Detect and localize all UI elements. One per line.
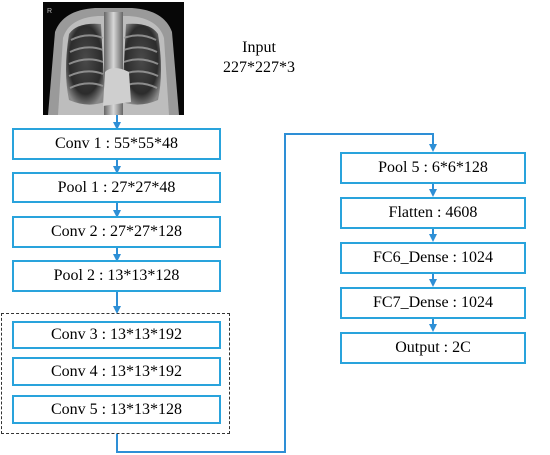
layer-flatten: Flatten : 4608 (340, 197, 526, 229)
conv-group-dashed-box (1, 313, 230, 434)
chest-xray-image: R (43, 2, 184, 115)
layer-conv2: Conv 2 : 27*27*128 (12, 216, 221, 248)
layer-fc7-dense: FC7_Dense : 1024 (340, 287, 526, 319)
input-dimensions: 227*227*3 (223, 59, 295, 76)
layer-conv4: Conv 4 : 13*13*192 (12, 357, 221, 386)
layer-fc6-dense: FC6_Dense : 1024 (340, 242, 526, 274)
layer-pool2: Pool 2 : 13*13*128 (12, 260, 221, 292)
layer-pool1: Pool 1 : 27*27*48 (12, 172, 221, 203)
layer-conv5: Conv 5 : 13*13*128 (12, 395, 221, 424)
layer-conv3: Conv 3 : 13*13*192 (12, 321, 221, 349)
layer-output: Output : 2C (340, 332, 526, 364)
arrow-group-pool5 (116, 133, 437, 453)
input-title: Input (242, 39, 276, 56)
input-label: Input 227*227*3 (214, 38, 304, 78)
layer-pool5: Pool 5 : 6*6*128 (340, 152, 526, 184)
layer-conv1: Conv 1 : 55*55*48 (12, 128, 221, 160)
image-corner-mark: R (47, 8, 52, 15)
